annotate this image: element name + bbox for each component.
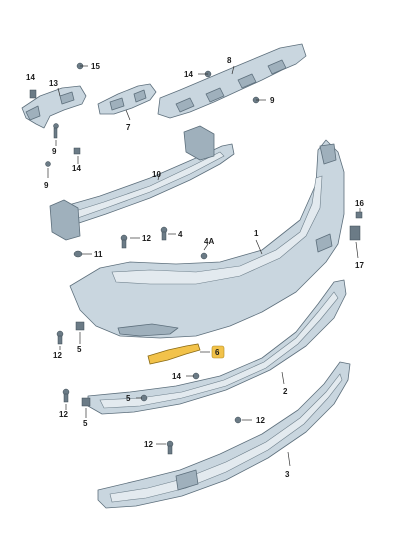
callout-14-top-left: 14: [26, 73, 35, 82]
callout-9-left-lower: 9: [44, 181, 49, 190]
callout-12-mid-right: 12: [256, 416, 265, 425]
leader-lines: [47, 65, 361, 467]
callout-12-left: 12: [53, 351, 62, 360]
callout-14-left: 14: [72, 164, 81, 173]
callout-17: 17: [355, 261, 364, 270]
callout-12-bottom-left: 12: [59, 410, 68, 419]
callout-4: 4: [178, 230, 183, 239]
reflector-trim: [147, 343, 201, 365]
callout-1: 1: [254, 229, 259, 238]
callout-10: 10: [152, 170, 161, 179]
callout-16: 16: [355, 199, 364, 208]
callout-labels: 1 2 3 4 4A 5 5 5 6 7 8 9 9 9 10 11 12 12…: [26, 56, 364, 479]
lower-spoiler: [87, 279, 347, 415]
callout-14-top-right: 14: [184, 70, 193, 79]
callout-7: 7: [126, 123, 131, 132]
callout-12-bottom: 12: [144, 440, 153, 449]
fasteners: [29, 62, 363, 455]
callout-14-bottom: 14: [172, 372, 181, 381]
callout-12-top: 12: [142, 234, 151, 243]
callout-4a: 4A: [204, 237, 214, 246]
callout-5-upper: 5: [77, 345, 82, 354]
impact-bar: [49, 125, 235, 241]
callout-6: 6: [215, 348, 220, 357]
diffuser-panel: [97, 361, 351, 509]
callout-8: 8: [227, 56, 232, 65]
highlight-badge: [211, 345, 225, 359]
callout-3: 3: [285, 470, 290, 479]
callout-15: 15: [91, 62, 100, 71]
side-guide-bracket: [97, 83, 157, 115]
callout-5-middle: 5: [126, 394, 131, 403]
callout-11: 11: [94, 250, 103, 259]
bumper-cover: [69, 139, 345, 339]
callout-9-left-upper: 9: [52, 147, 57, 156]
upper-carrier-bracket: [157, 43, 307, 119]
callout-13: 13: [49, 79, 58, 88]
callout-5-lower: 5: [83, 419, 88, 428]
callout-2: 2: [283, 387, 288, 396]
callout-9-right: 9: [270, 96, 275, 105]
